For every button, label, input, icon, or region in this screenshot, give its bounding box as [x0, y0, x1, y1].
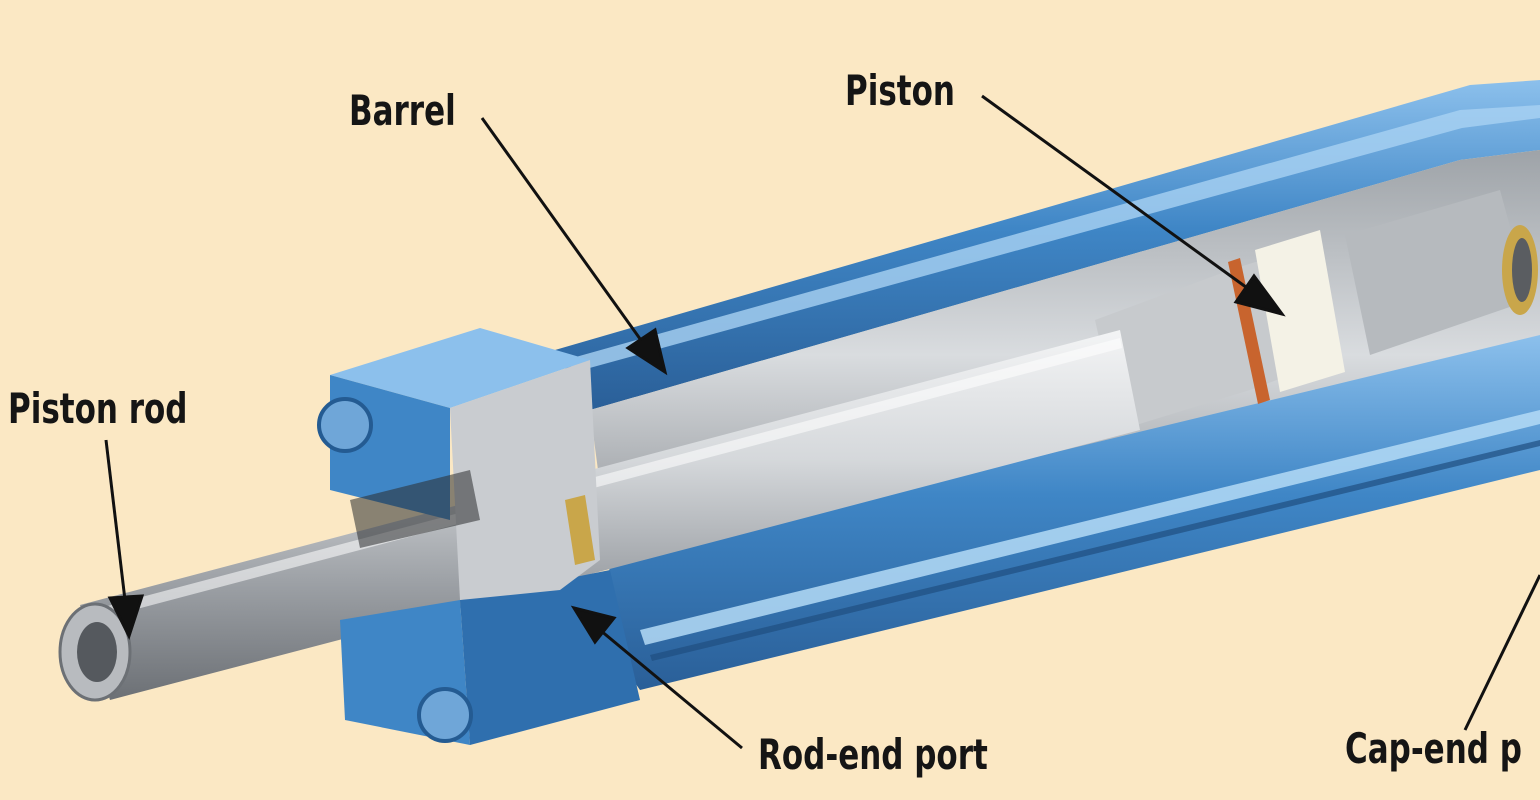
leader-lines: [104, 94, 1540, 750]
piston-arrowhead: [1233, 273, 1286, 317]
cap-port-leader-line: [1463, 574, 1540, 731]
piston-rod-body: [80, 330, 1140, 700]
piston-rod-arrowhead: [107, 594, 145, 640]
tie-rod-nut-top: [317, 397, 373, 453]
rod-port-arrowhead: [570, 605, 617, 645]
piston-assembly: [1095, 190, 1538, 430]
barrel-leader-line: [480, 117, 650, 351]
barrel-lower-groove: [650, 440, 1540, 661]
rod-seal-gland: [350, 470, 480, 548]
piston-rod-shape: [58, 330, 1140, 702]
piston-rod-label: Piston rod: [8, 384, 188, 433]
piston-label: Piston: [845, 66, 955, 115]
barrel-lower-wall: [605, 335, 1540, 690]
piston-rear: [1345, 190, 1530, 355]
barrel-lower-highlight: [640, 410, 1540, 645]
cap-end-port-label: Cap-end p: [1345, 724, 1522, 773]
rod-end-port-label: Rod-end port: [758, 730, 988, 779]
head-top: [330, 328, 590, 408]
piston-seal: [1228, 258, 1270, 404]
barrel-arrowhead: [625, 327, 668, 376]
piston-rod-leader-line: [104, 439, 127, 601]
head-cutaway: [450, 360, 600, 600]
rod-port-leader-line: [599, 628, 743, 750]
barrel-upper-highlight: [565, 105, 1540, 372]
piston-leader-line: [981, 94, 1251, 292]
barrel-label: Barrel: [349, 86, 456, 135]
piston-band: [1255, 230, 1345, 392]
rod-port-fitting: [565, 495, 595, 565]
tie-rod-nut-bottom: [417, 687, 473, 743]
